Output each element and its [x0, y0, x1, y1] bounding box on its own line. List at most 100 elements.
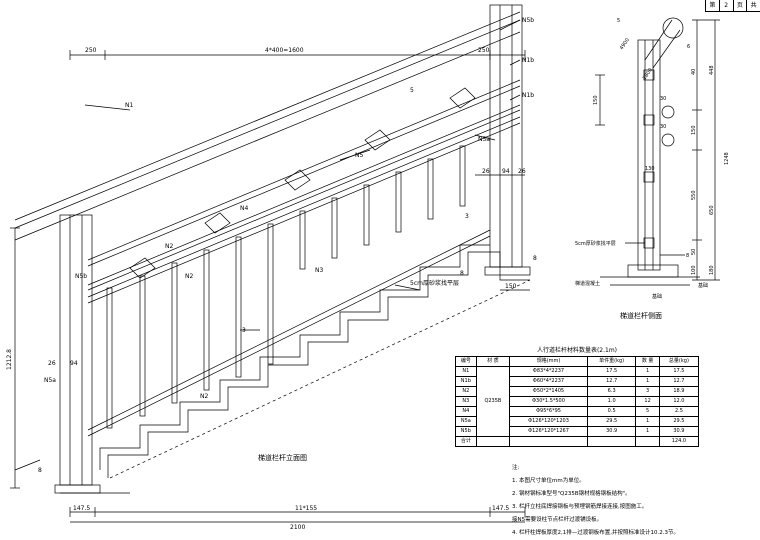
side-base-note: 梯道混凝土 [575, 280, 600, 287]
side-d50: 50 [691, 249, 697, 255]
dim-94-b: 94 [70, 360, 78, 367]
cell-unit: 17.5 [586, 366, 637, 377]
side-view [595, 17, 720, 286]
dim-26-c: 26 [48, 360, 56, 367]
ref-3-top: 3 [465, 213, 469, 220]
cell-qty: 12 [635, 396, 660, 407]
side-title: 梯道栏杆侧面 [620, 311, 662, 320]
dim-94: 94 [502, 168, 510, 175]
dim-250-left: 250 [85, 47, 97, 54]
dim-250-right: 250 [478, 47, 490, 54]
cell-no: N1 [455, 366, 477, 377]
cell-no: N5b [455, 426, 477, 437]
side-mortar-note: 5cm厚砂浆找平层 [575, 240, 616, 247]
note-item: 接N5需要设柱节点栏杆过渡铺设板。 [512, 517, 603, 523]
table-header-row: 编号 材 质 规格(mm) 单件重(kg) 数 量 总量(kg) [455, 356, 700, 367]
label-N5: N5 [355, 152, 363, 159]
cell-unit: 0.5 [586, 406, 637, 417]
cell-spec: Φ126*120*1203 [509, 416, 588, 427]
cell-unit: 12.7 [586, 376, 637, 387]
label-N5a-left: N5a [44, 377, 56, 384]
note-item: 4. 栏杆柱焊板厚度2,1排—过渡钢板布置,并按照标准设计10.2.3节。 [512, 530, 679, 536]
mortar-note-elevation: 5cm厚砂浆找平层 [410, 279, 459, 287]
rail-N2-upper [87, 104, 521, 286]
side-d130: 130 [645, 166, 655, 172]
side-d100: 100 [691, 265, 697, 275]
side-ref-8: 8 [686, 253, 689, 259]
label-N5a-right: N5a [478, 136, 490, 143]
header-cell: 编号 [455, 356, 477, 367]
dim-147-right: 147.5 [492, 505, 509, 512]
cell-total: 2.5 [658, 406, 700, 417]
cell-no: N3 [455, 396, 477, 407]
connectors-N4 [129, 87, 476, 279]
cell-spec: Φ50*2*1405 [509, 386, 588, 397]
side-d30b: 30 [660, 124, 666, 130]
cell-qty: 1 [635, 416, 660, 427]
header-cell: 材 质 [475, 356, 511, 367]
cell-unit: 30.9 [586, 426, 637, 437]
ref-8-c: 8 [460, 270, 464, 277]
table-row: N2 Φ50*2*1405 6.3 3 18.9 [455, 386, 700, 397]
rail-N2-lower [87, 229, 491, 431]
material-table-caption: 人行道栏杆材料数量表(2.1m) [536, 347, 618, 354]
notes-block: 注: 1. 本图尺寸单位mm为单位。 2. 钢材钢标准型号"Q235B钢材规格钢… [512, 462, 679, 540]
ref-8-a: 8 [38, 467, 42, 474]
label-N1b-b: N1b [522, 92, 534, 99]
cell-spec: Φ60*4*2237 [509, 376, 588, 387]
balusters-N3 [106, 145, 466, 429]
header-cell: 单件重(kg) [586, 356, 637, 367]
note-item: 2. 钢材钢标准型号"Q235B钢材规格钢板结构"。 [512, 491, 631, 497]
sheet-cell: 第 [706, 0, 720, 11]
post-N5b [489, 4, 523, 268]
cell-unit: 6.3 [586, 386, 637, 397]
label-N2-b: N2 [200, 393, 208, 400]
ref-3: 3 [242, 327, 246, 334]
label-N3: N3 [315, 267, 323, 274]
handrail-N1b [87, 79, 521, 261]
dim-150: 150 [505, 283, 517, 290]
label-N1: N1 [125, 102, 133, 109]
cell-qty: 1 [635, 426, 660, 437]
side-d448: 448 [709, 65, 715, 75]
label-N2-a: N2 [185, 273, 193, 280]
label-N5b-left: N5b [75, 273, 87, 280]
side-d650: 650 [709, 205, 715, 215]
handrail-N1 [14, 11, 521, 221]
cell-unit: 1.0 [586, 396, 637, 407]
sheet-number-box: 第 2 页 共 [705, 0, 760, 12]
cell-no: N5a [455, 416, 477, 427]
side-d1248: 1248 [724, 152, 730, 165]
cell-qty: 1 [635, 366, 660, 377]
sheet-cell: 2 [720, 0, 734, 11]
material-table: 人行道栏杆材料数量表(2.1m) 编号 材 质 规格(mm) 单件重(kg) 数… [455, 347, 700, 447]
cell-qty: 5 [635, 406, 660, 417]
sum-total: 124.0 [658, 436, 700, 447]
side-d180: 180 [709, 265, 715, 275]
side-base-note2: 基础 [652, 293, 662, 300]
note-item: 3. 栏杆立柱底焊接钢板与预埋钢筋焊接连接,按图施工。 [512, 504, 648, 510]
cell-total: 18.9 [658, 386, 700, 397]
side-d150b: 150 [691, 125, 697, 135]
table-sum-row: 合计 124.0 [455, 436, 700, 447]
label-N5b-top: N5b [522, 17, 534, 24]
label-N2-c: N2 [165, 243, 173, 250]
notes-title: 注: [512, 465, 520, 471]
cell-unit: 29.5 [586, 416, 637, 427]
cell-qty: 3 [635, 386, 660, 397]
sheet-cell: 页 [734, 0, 748, 11]
dim-span: 4*400=1600 [265, 47, 304, 54]
header-cell: 规格(mm) [509, 356, 588, 367]
stair-profile [99, 244, 490, 470]
cell-spec: Φ126*120*1267 [509, 426, 588, 437]
elevation-title: 梯道栏杆立面图 [258, 453, 307, 462]
sum-label: 合计 [455, 436, 477, 447]
cell-total: 17.5 [658, 366, 700, 377]
side-ref-6: 6 [687, 44, 690, 50]
header-cell: 数 量 [635, 356, 660, 367]
sheet-cell: 共 [747, 0, 760, 11]
cell-spec: Φ83*4*2237 [509, 366, 588, 377]
ref-5: 5 [410, 87, 414, 94]
cell-no: N4 [455, 406, 477, 417]
